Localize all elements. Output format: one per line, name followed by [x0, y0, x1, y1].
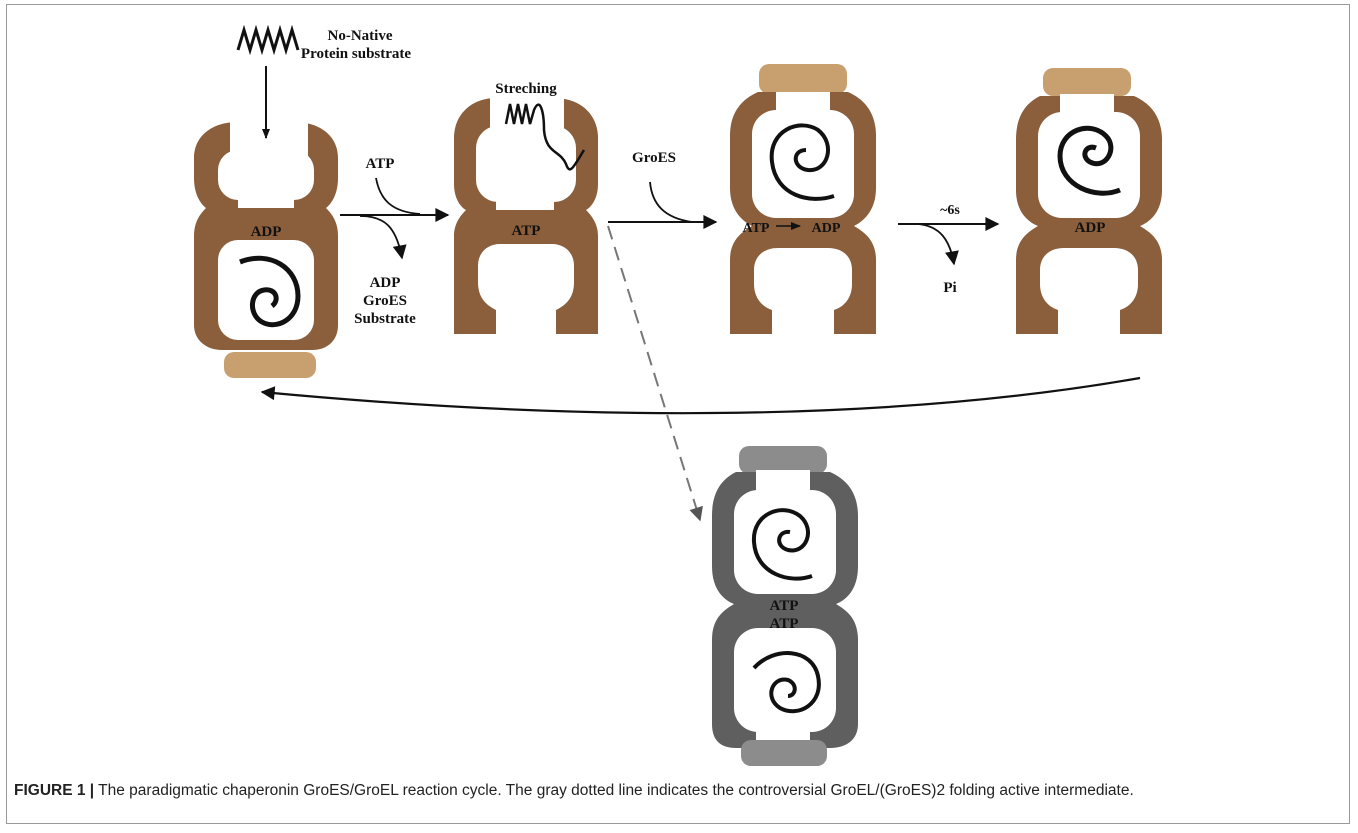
groes-cap-4 [1043, 68, 1131, 96]
released-adp-label: ADP [370, 275, 401, 291]
adp-right-label: ADP [812, 221, 841, 236]
released-substrate-label: Substrate [354, 311, 416, 327]
atp-in-curve [375, 177, 421, 215]
atp-in-label: ATP [366, 156, 395, 172]
pi-label: Pi [943, 280, 956, 296]
cycle-return-arrow [260, 376, 1141, 415]
gray-cap-top [739, 446, 827, 474]
gray-cap-bottom [741, 740, 827, 766]
folding-substrate-gray-top [751, 508, 813, 581]
caption-text: The paradigmatic chaperonin GroES/GroEL … [94, 782, 1134, 799]
complex-2-groel-atp [454, 96, 598, 334]
folded-substrate-4 [1057, 125, 1121, 196]
pi-out-curve [917, 223, 959, 266]
complex-3-groel-groes [730, 64, 876, 334]
folded-substrate-1 [239, 255, 301, 328]
time-label: ~6s [940, 203, 960, 218]
substrate-label-line2: Protein substrate [301, 46, 411, 62]
release-out-curve [359, 215, 407, 260]
stretching-label: Streching [495, 81, 557, 97]
adp-core-4-label: ADP [1075, 220, 1106, 236]
figure-caption: FIGURE 1 | The paradigmatic chaperonin G… [14, 782, 1344, 800]
gray-atp-label-1: ATP [770, 598, 799, 614]
groes-cap-3 [759, 64, 847, 94]
adp-core-label: ADP [251, 224, 282, 240]
folding-substrate-3 [769, 123, 835, 201]
groes-cap-1 [224, 352, 316, 378]
groes-in-label: GroES [632, 150, 676, 166]
stretched-substrate-icon [504, 103, 586, 171]
substrate-label-line1: No-Native [328, 28, 393, 44]
substrate-squiggle-icon [236, 24, 300, 56]
gray-intermediate-complex [712, 446, 858, 766]
complex-4-groel-adp [1016, 68, 1162, 334]
groes-in-curve [649, 181, 693, 223]
figure-frame [6, 4, 1350, 824]
complex-1-groel-adp [194, 120, 338, 378]
released-groes-label: GroES [363, 293, 407, 309]
controversial-path-dashed-arrow [607, 225, 703, 522]
folding-substrate-gray-bottom [752, 651, 821, 714]
caption-prefix: FIGURE 1 | [14, 782, 95, 799]
gray-atp-label-2: ATP [770, 616, 799, 632]
atp-core-label: ATP [512, 223, 541, 239]
atp-left-label: ATP [743, 221, 770, 236]
